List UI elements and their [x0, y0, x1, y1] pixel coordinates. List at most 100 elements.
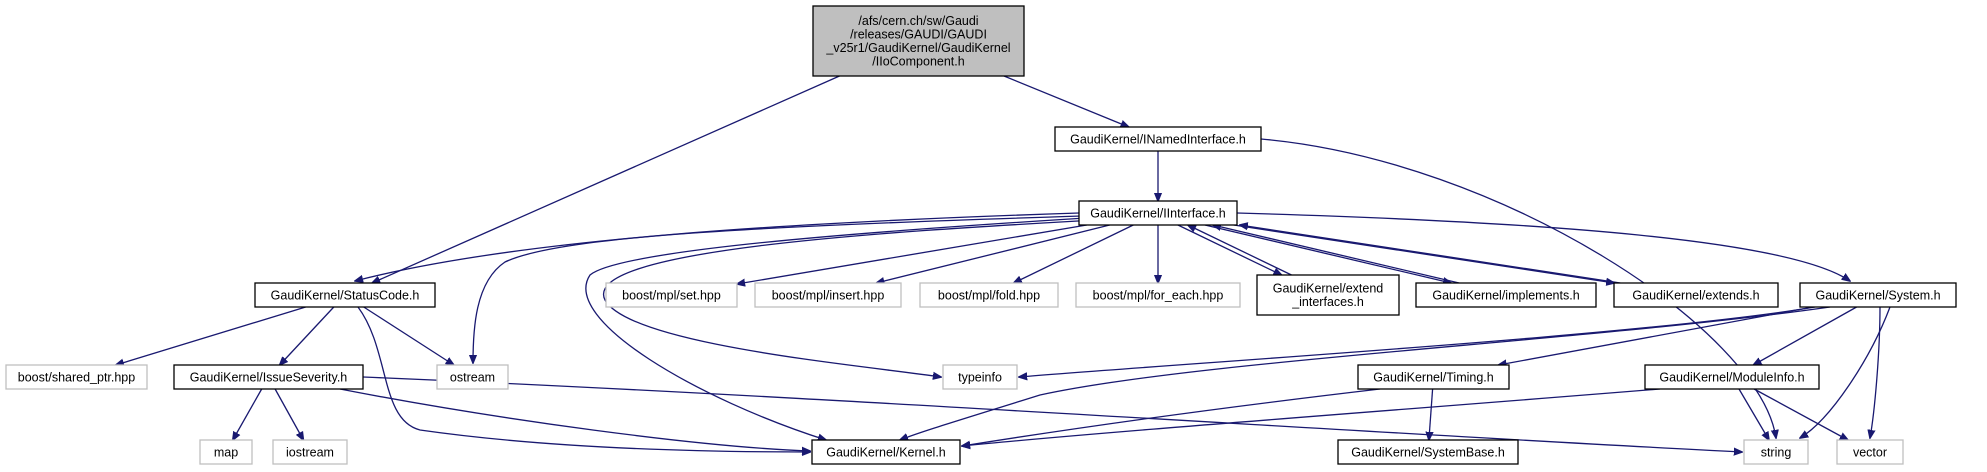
node-vector: vector [1836, 439, 1904, 465]
node-box [1415, 282, 1597, 308]
edge-iinterface-to-implements [1204, 224, 1451, 283]
edge-root-to-inamed [1003, 75, 1129, 127]
node-label-line: GaudiKernel/IssueSeverity.h [190, 370, 348, 384]
node-label-line: boost/mpl/set.hpp [622, 288, 721, 302]
node-iostream: iostream [272, 439, 348, 465]
edge-iinterface-to-typeinfo [602, 219, 1097, 377]
edge-issue-to-string [362, 376, 1742, 452]
node-box [1337, 439, 1519, 465]
edge-implements-to-iinterface [1213, 225, 1460, 284]
node-map: map [199, 439, 253, 465]
node-root[interactable]: /afs/cern.ch/sw/Gaudi/releases/GAUDI/GAU… [812, 5, 1025, 77]
node-extendif[interactable]: GaudiKernel/extend_interfaces.h [1256, 274, 1400, 316]
edge-iinterface-to-extendif [1177, 224, 1282, 275]
node-systembase[interactable]: GaudiKernel/SystemBase.h [1337, 439, 1519, 465]
node-label-line: GaudiKernel/IInterface.h [1090, 206, 1226, 220]
node-box [754, 282, 902, 308]
node-box [1613, 282, 1779, 308]
edge-statuscode-to-issue [280, 306, 335, 365]
node-label-line: GaudiKernel/ModuleInfo.h [1659, 370, 1804, 384]
node-mplinsert: boost/mpl/insert.hpp [754, 282, 902, 308]
node-box [812, 5, 1025, 77]
node-extends[interactable]: GaudiKernel/extends.h [1613, 282, 1779, 308]
node-label-line: /releases/GAUDI/GAUDI [850, 28, 987, 42]
edge-timing-to-systembase [1429, 388, 1433, 440]
nodes: /afs/cern.ch/sw/Gaudi/releases/GAUDI/GAU… [5, 5, 1957, 465]
edge-system-to-string [1800, 306, 1891, 438]
node-label-line: GaudiKernel/implements.h [1432, 288, 1579, 302]
node-box [272, 439, 348, 465]
node-label-line: vector [1853, 445, 1887, 459]
node-box [1075, 282, 1241, 308]
node-typeinfo: typeinfo [942, 364, 1018, 390]
node-box [1743, 439, 1809, 465]
node-moduleinfo[interactable]: GaudiKernel/ModuleInfo.h [1644, 364, 1820, 390]
edge-extendif-to-iinterface [1188, 225, 1292, 276]
edge-iinterface-to-kernel [585, 217, 1087, 440]
node-label-line: GaudiKernel/System.h [1815, 288, 1940, 302]
edge-moduleinfo-to-kernel [962, 388, 1661, 446]
edge-iinterface-to-mplfold [1014, 224, 1134, 283]
node-label-line: typeinfo [958, 370, 1002, 384]
node-system[interactable]: GaudiKernel/System.h [1799, 282, 1957, 308]
node-box [199, 439, 253, 465]
node-label-line: map [214, 445, 238, 459]
edge-system-to-vector [1870, 306, 1881, 438]
node-mplfold: boost/mpl/fold.hpp [919, 282, 1059, 308]
node-box [1256, 274, 1400, 316]
node-sharedptr: boost/shared_ptr.hpp [5, 364, 148, 390]
edge-iinterface-to-ostream [473, 215, 1083, 363]
node-box [605, 282, 738, 308]
edge-statuscode-to-kernel [357, 306, 810, 452]
node-box [1799, 282, 1957, 308]
edge-statuscode-to-sharedptr [116, 306, 306, 365]
edge-system-to-kernel [900, 306, 1831, 440]
node-label-line: string [1761, 445, 1792, 459]
node-box [1836, 439, 1904, 465]
node-kernel[interactable]: GaudiKernel/Kernel.h [811, 439, 961, 465]
node-mplset: boost/mpl/set.hpp [605, 282, 738, 308]
node-label-line: /IIoComponent.h [872, 55, 964, 69]
node-label-line: boost/mpl/fold.hpp [938, 288, 1040, 302]
edge-issue-to-iostream [274, 388, 303, 440]
node-label-line: boost/mpl/for_each.hpp [1093, 288, 1224, 302]
edge-extends-to-iinterface [1240, 225, 1621, 284]
node-label-line: GaudiKernel/Kernel.h [826, 445, 946, 459]
node-issue[interactable]: GaudiKernel/IssueSeverity.h [173, 364, 364, 390]
edge-iinterface-to-mplset [737, 224, 1087, 284]
node-box [254, 282, 436, 308]
edge-system-to-timing [1499, 306, 1814, 365]
node-label-line: _v25r1/GaudiKernel/GaudiKernel [825, 41, 1010, 55]
node-implements[interactable]: GaudiKernel/implements.h [1415, 282, 1597, 308]
node-inamed[interactable]: GaudiKernel/INamedInterface.h [1054, 126, 1262, 152]
edge-system-to-typeinfo [1019, 306, 1816, 377]
node-label-line: _interfaces.h [1291, 295, 1364, 309]
edge-iinterface-to-extends [1233, 224, 1615, 283]
node-label-line: boost/mpl/insert.hpp [772, 288, 885, 302]
edge-iinterface-to-mplinsert [876, 224, 1110, 283]
node-iinterface[interactable]: GaudiKernel/IInterface.h [1078, 200, 1238, 226]
edge-timing-to-kernel [962, 388, 1381, 446]
node-box [173, 364, 364, 390]
node-label-line: /afs/cern.ch/sw/Gaudi [858, 14, 978, 28]
node-label-line: GaudiKernel/SystemBase.h [1351, 445, 1505, 459]
node-label-line: GaudiKernel/INamedInterface.h [1070, 132, 1246, 146]
edge-system-to-moduleinfo [1753, 306, 1857, 365]
node-box [436, 364, 509, 390]
node-box [942, 364, 1018, 390]
node-box [811, 439, 961, 465]
edges [116, 75, 1891, 452]
node-ostream: ostream [436, 364, 509, 390]
node-box [1644, 364, 1820, 390]
node-label-line: GaudiKernel/StatusCode.h [271, 288, 420, 302]
edge-moduleinfo-to-string [1738, 388, 1769, 440]
node-box [1054, 126, 1262, 152]
node-label-line: ostream [450, 370, 495, 384]
node-string: string [1743, 439, 1809, 465]
edge-issue-to-map [233, 388, 263, 440]
node-timing[interactable]: GaudiKernel/Timing.h [1357, 364, 1510, 390]
node-statuscode[interactable]: GaudiKernel/StatusCode.h [254, 282, 436, 308]
node-mplforeach: boost/mpl/for_each.hpp [1075, 282, 1241, 308]
edge-moduleinfo-to-vector [1753, 388, 1848, 440]
